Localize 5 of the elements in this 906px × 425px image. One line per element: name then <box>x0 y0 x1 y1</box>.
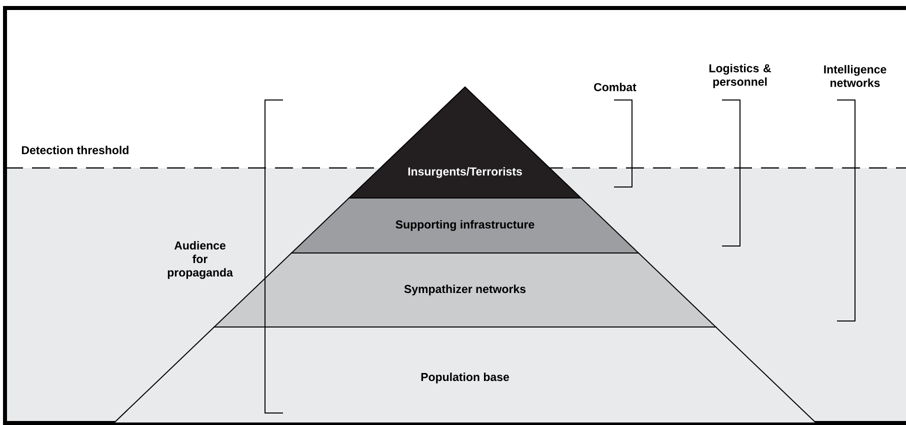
label: Detection threshold <box>22 146 128 154</box>
label: Intelligence networks <box>824 65 886 87</box>
label: Logistics & personnel <box>709 64 771 88</box>
label: Combat <box>594 82 636 92</box>
node-label: Population base <box>421 372 510 384</box>
